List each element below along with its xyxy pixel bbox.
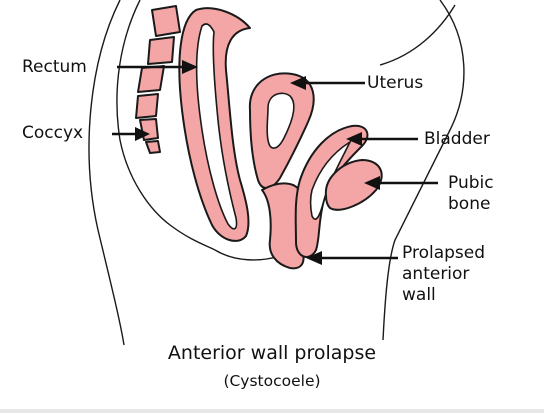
prolapse-label-line3: wall (402, 285, 436, 305)
bottom-divider (0, 409, 544, 413)
back-body-outline (88, 0, 125, 346)
coccyx-arrow (112, 127, 150, 141)
abdominal-wall-outline (379, 4, 456, 66)
rectum-arrow (117, 60, 198, 74)
pubic-bone-label-line1: Pubic (448, 173, 494, 193)
uterus (248, 72, 315, 189)
bladder-label: Bladder (424, 129, 490, 149)
uterus-arrow (290, 76, 365, 90)
diagram-subtitle: (Cystocoele) (223, 372, 320, 390)
pubic-bone-label-line2: bone (448, 194, 490, 214)
coccyx-label: Coccyx (22, 123, 83, 143)
rectum (178, 7, 251, 242)
uterus-label: Uterus (367, 73, 423, 93)
rectum-label: Rectum (22, 57, 87, 77)
pubic-bone (324, 159, 383, 211)
prolapse-label-line2: anterior (402, 264, 469, 284)
sacrum-outline (116, 0, 216, 251)
prolapse-arrow (306, 251, 398, 265)
diagram-title: Anterior wall prolapse (168, 342, 376, 364)
pubic-bone-arrow (364, 176, 438, 190)
bladder-arrow (346, 132, 418, 146)
prolapse-label-line1: Prolapsed (402, 243, 485, 263)
front-body-outline (382, 0, 465, 341)
